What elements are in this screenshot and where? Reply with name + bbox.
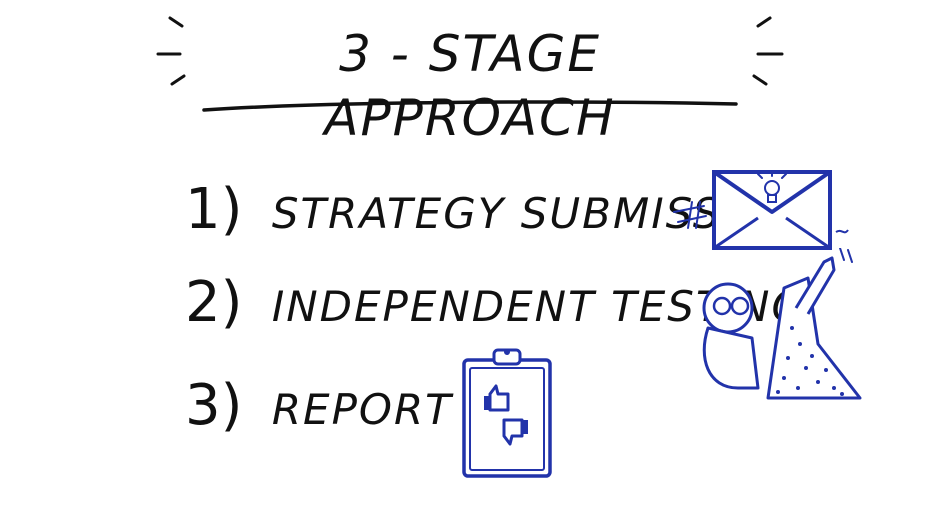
clipboard-thumbs-icon <box>462 348 552 478</box>
title-burst-left-icon <box>156 16 186 86</box>
step-3-label: REPORT <box>271 385 453 434</box>
step-3: 3) REPORT <box>185 378 453 438</box>
title-burst-right-icon <box>752 16 784 86</box>
step-1-number: 1) <box>185 177 243 242</box>
envelope-lightbulb-icon <box>673 170 849 250</box>
title-underline <box>202 100 738 112</box>
step-3-number: 3) <box>185 373 243 438</box>
scientist-test-illustration <box>702 248 862 400</box>
page-title: 3 - STAGE APPROACH <box>324 25 616 147</box>
step-2-number: 2) <box>185 270 243 335</box>
